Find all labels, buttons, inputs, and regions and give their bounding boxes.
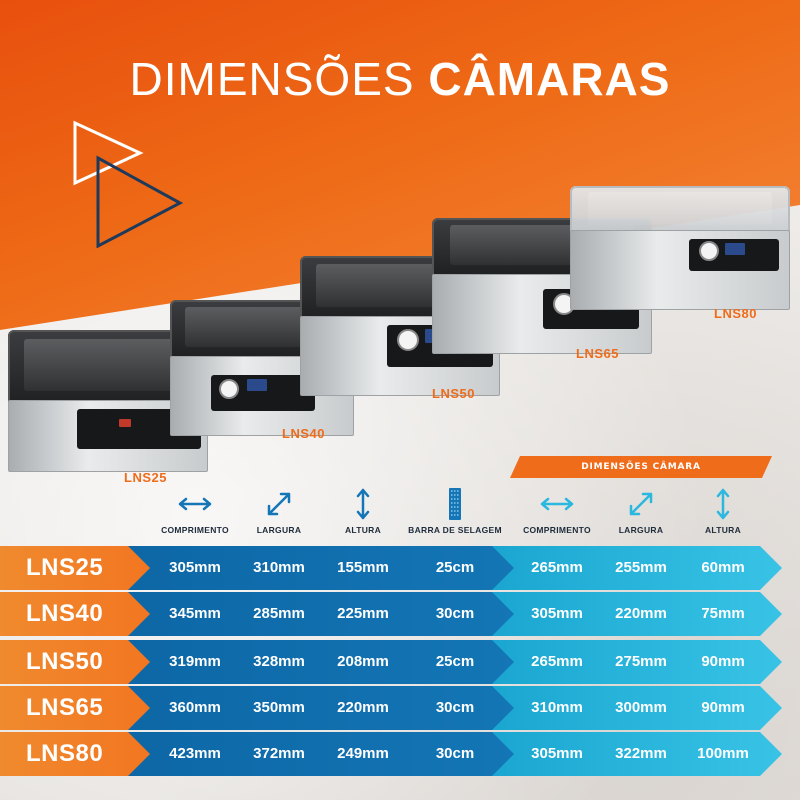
table-cell: 310mm xyxy=(531,699,583,716)
table-cell: 75mm xyxy=(701,605,745,622)
column-label: ALTURA xyxy=(704,525,742,535)
column-label: LARGURA xyxy=(256,525,302,535)
table-cell: 350mm xyxy=(253,699,305,716)
table-cell: 300mm xyxy=(615,699,667,716)
diagonal-arrow-icon xyxy=(224,487,334,521)
table-row-lns80: LNS80 423mm 372mm 249mm 30cm 305mm 322mm… xyxy=(0,732,800,776)
horizontal-arrow-icon xyxy=(502,487,612,521)
row-model-tag: LNS25 xyxy=(0,546,150,590)
vertical-arrow-icon xyxy=(308,487,418,521)
column-header: COMPRIMENTO xyxy=(502,487,612,535)
machine-lns80 xyxy=(570,186,790,310)
table-cell: 372mm xyxy=(253,745,305,762)
table-cell: 360mm xyxy=(169,699,221,716)
table-row-lns40: LNS40 345mm 285mm 225mm 30cm 305mm 220mm… xyxy=(0,592,800,636)
machine-label-lns25: LNS25 xyxy=(124,470,167,485)
table-cell: 90mm xyxy=(701,653,745,670)
column-header: LARGURA xyxy=(586,487,696,535)
column-header: LARGURA xyxy=(224,487,334,535)
table-cell: 345mm xyxy=(169,605,221,622)
row-model-tag: LNS50 xyxy=(0,640,150,684)
diagonal-arrow-icon xyxy=(586,487,696,521)
table-cell: 322mm xyxy=(615,745,667,762)
table-row-lns50: LNS50 319mm 328mm 208mm 25cm 265mm 275mm… xyxy=(0,640,800,684)
table-cell: 255mm xyxy=(615,559,667,576)
machine-label-lns50: LNS50 xyxy=(432,386,475,401)
title-light: DIMENSÕES xyxy=(129,53,415,105)
row-model-tag: LNS80 xyxy=(0,732,150,776)
table-cell: 100mm xyxy=(697,745,749,762)
column-label: COMPRIMENTO xyxy=(523,525,591,535)
table-cell: 423mm xyxy=(169,745,221,762)
table-row-lns25: LNS25 305mm 310mm 155mm 25cm 265mm 255mm… xyxy=(0,546,800,590)
table-cell: 265mm xyxy=(531,653,583,670)
play-triangles-logo xyxy=(73,120,184,248)
table-cell: 305mm xyxy=(531,745,583,762)
table-cell: 60mm xyxy=(701,559,745,576)
horizontal-arrow-icon xyxy=(140,487,250,521)
table-cell: 225mm xyxy=(337,605,389,622)
sealing-bar-icon xyxy=(400,487,510,521)
chamber-dimensions-header: DIMENSÕES CÂMARA xyxy=(510,456,772,478)
page-title: DIMENSÕES CÂMARAS xyxy=(0,52,800,106)
table-cell: 220mm xyxy=(615,605,667,622)
machine-label-lns80: LNS80 xyxy=(714,306,757,321)
table-cell: 305mm xyxy=(531,605,583,622)
vertical-arrow-icon xyxy=(668,487,778,521)
table-cell: 30cm xyxy=(435,605,475,622)
column-label: COMPRIMENTO xyxy=(161,525,229,535)
column-header: COMPRIMENTO xyxy=(140,487,250,535)
table-cell: 319mm xyxy=(169,653,221,670)
table-cell: 310mm xyxy=(253,559,305,576)
column-header: ALTURA xyxy=(668,487,778,535)
table-cell: 249mm xyxy=(337,745,389,762)
column-header: BARRA DE SELAGEM xyxy=(400,487,510,535)
table-cell: 275mm xyxy=(615,653,667,670)
table-cell: 285mm xyxy=(253,605,305,622)
table-cell: 90mm xyxy=(701,699,745,716)
table-cell: 30cm xyxy=(435,699,475,716)
table-cell: 155mm xyxy=(337,559,389,576)
column-header: ALTURA xyxy=(308,487,418,535)
table-cell: 30cm xyxy=(435,745,475,762)
machine-label-lns40: LNS40 xyxy=(282,426,325,441)
row-model-tag: LNS65 xyxy=(0,686,150,730)
column-label: BARRA DE SELAGEM xyxy=(408,525,502,535)
table-cell: 305mm xyxy=(169,559,221,576)
table-cell: 328mm xyxy=(253,653,305,670)
table-cell: 265mm xyxy=(531,559,583,576)
table-row-lns65: LNS65 360mm 350mm 220mm 30cm 310mm 300mm… xyxy=(0,686,800,730)
table-cell: 220mm xyxy=(337,699,389,716)
column-label: ALTURA xyxy=(344,525,382,535)
row-model-tag: LNS40 xyxy=(0,592,150,636)
machine-label-lns65: LNS65 xyxy=(576,346,619,361)
table-cell: 208mm xyxy=(337,653,389,670)
column-label: LARGURA xyxy=(618,525,664,535)
table-cell: 25cm xyxy=(435,653,475,670)
table-cell: 25cm xyxy=(435,559,475,576)
title-bold: CÂMARAS xyxy=(428,53,671,105)
